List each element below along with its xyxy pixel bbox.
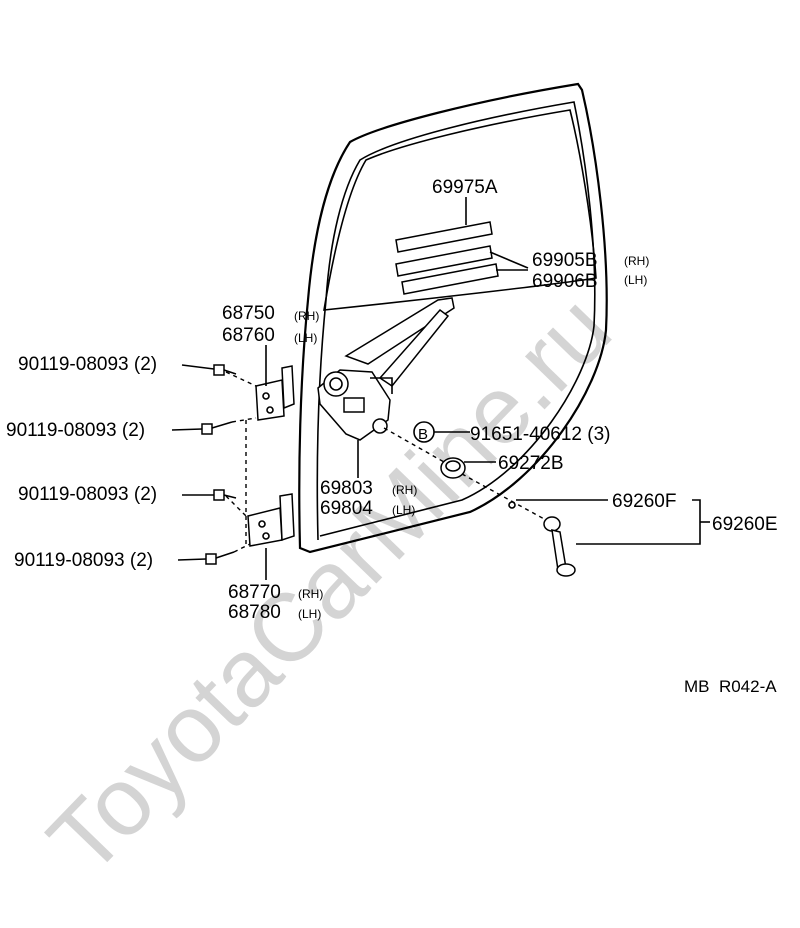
label-69260E: 69260E <box>712 514 778 535</box>
door-panel <box>298 82 608 554</box>
label-69803: 69803 <box>320 478 373 499</box>
label-68760-side: (LH) <box>294 331 317 345</box>
part-69803-regulator <box>317 297 455 441</box>
bolt-icon <box>205 551 235 565</box>
label-69260F: 69260F <box>612 491 676 512</box>
part-69272B-cap <box>440 457 466 479</box>
bolt-icon <box>201 421 233 435</box>
door-panel-inner-edge <box>316 101 596 541</box>
label-69906B: 69906B <box>532 271 598 292</box>
part-69260E-handle <box>543 516 576 577</box>
assembly-line <box>225 371 257 387</box>
label-bolt-upper-2: 90119-08093 (2) <box>6 420 145 441</box>
part-69905B-channel <box>395 245 499 295</box>
leader-line <box>489 251 529 269</box>
label-68770: 68770 <box>228 582 281 603</box>
leader-line <box>177 558 207 561</box>
label-69803-side: (RH) <box>392 483 417 497</box>
label-68750: 68750 <box>222 303 275 324</box>
assembly-line <box>383 427 445 463</box>
label-69905B: 69905B <box>532 250 598 271</box>
label-69804-side: (LH) <box>392 503 415 517</box>
b-marker-circle <box>413 421 435 443</box>
assembly-line <box>225 495 249 519</box>
label-69906B-side: (LH) <box>624 273 647 287</box>
label-69975A: 69975A <box>432 177 498 198</box>
label-69905B-side: (RH) <box>624 254 649 268</box>
label-68780-side: (LH) <box>298 607 321 621</box>
label-68750-side: (RH) <box>294 309 319 323</box>
diagram-reference-code: MB R042-A <box>684 677 777 696</box>
label-68770-side: (RH) <box>298 587 323 601</box>
bolt-icon <box>213 489 237 501</box>
part-68750-upper-hinge <box>255 365 295 421</box>
label-bolt-lower-2: 90119-08093 (2) <box>14 550 153 571</box>
label-91651: 91651-40612 (3) <box>470 424 611 445</box>
bolt-icon <box>213 364 237 376</box>
leader-line <box>181 364 215 370</box>
label-bolt-upper-1: 90119-08093 (2) <box>18 354 157 375</box>
leader-line <box>171 428 203 431</box>
label-bolt-lower-1: 90119-08093 (2) <box>18 484 157 505</box>
part-69975A-channel <box>395 221 493 253</box>
assembly-line <box>231 417 257 423</box>
label-69804: 69804 <box>320 498 373 519</box>
label-69272B: 69272B <box>498 453 564 474</box>
window-opening <box>323 109 597 311</box>
b-marker-label: B <box>418 426 428 443</box>
label-68760: 68760 <box>222 325 275 346</box>
label-68780: 68780 <box>228 602 281 623</box>
assembly-line <box>233 543 251 553</box>
part-68770-lower-hinge <box>247 493 295 547</box>
